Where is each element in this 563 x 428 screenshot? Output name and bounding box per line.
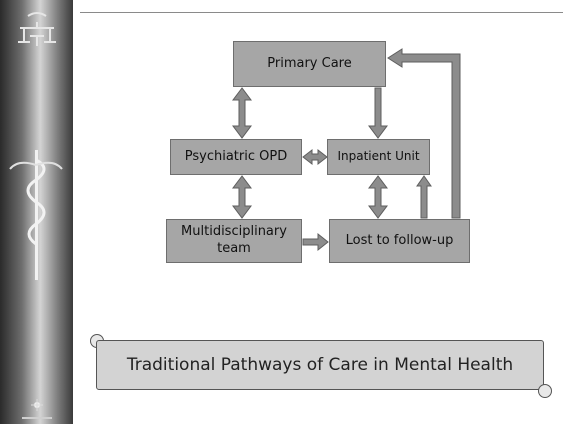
node-primary-care: Primary Care — [233, 41, 386, 87]
node-inpatient-unit-label: Inpatient Unit — [337, 149, 420, 164]
sidebar-art — [9, 12, 63, 419]
node-primary-care-label: Primary Care — [267, 55, 352, 71]
node-multidisciplinary-team-label: Multidisciplinary team — [181, 224, 287, 256]
arrow-primary-opd — [232, 87, 252, 139]
small-emblem-icon — [22, 399, 52, 419]
node-lost-to-follow-up-label: Lost to follow-up — [345, 232, 454, 248]
scroll-curl-bottom-right — [538, 384, 552, 398]
node-multidisciplinary-team: Multidisciplinary team — [166, 219, 302, 263]
title-banner: Traditional Pathways of Care in Mental H… — [96, 340, 544, 390]
arrow-team-lost — [302, 232, 329, 252]
arrow-primary-inpatient — [368, 87, 388, 139]
header-divider-line — [80, 12, 563, 13]
caduceus-icon — [9, 150, 63, 280]
arrow-opd-team — [232, 175, 252, 219]
arrow-lost-inpatient — [416, 175, 432, 219]
node-psychiatric-opd: Psychiatric OPD — [170, 139, 302, 175]
title-banner-text: Traditional Pathways of Care in Mental H… — [126, 355, 514, 375]
node-lost-to-follow-up: Lost to follow-up — [329, 219, 470, 263]
node-inpatient-unit: Inpatient Unit — [327, 139, 430, 175]
decorative-sidebar — [0, 0, 73, 424]
organization-logo-icon — [18, 12, 56, 46]
arrow-lost-primary — [387, 48, 461, 219]
arrow-inpatient-lost — [368, 175, 388, 219]
arrow-opd-inpatient — [302, 148, 328, 166]
node-psychiatric-opd-label: Psychiatric OPD — [184, 148, 288, 164]
